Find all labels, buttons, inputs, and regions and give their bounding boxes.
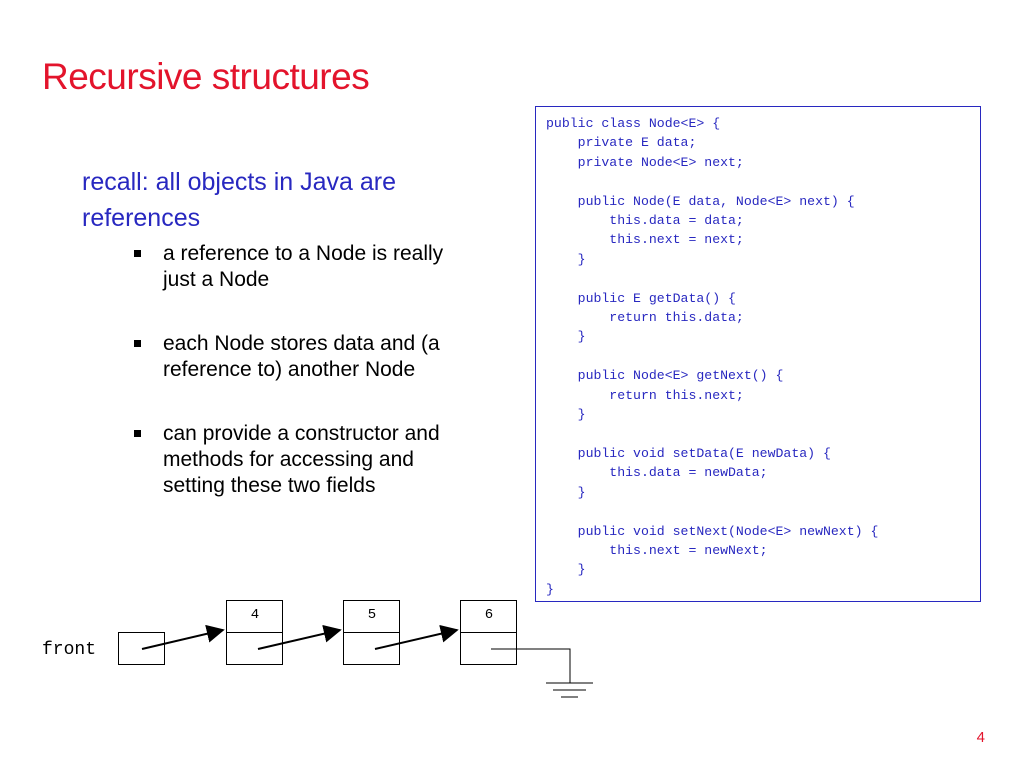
null-ground-icon xyxy=(491,648,593,698)
node-value-3: 6 xyxy=(484,607,494,623)
arrow-node-2-to-node-3 xyxy=(374,624,459,650)
bullet-list: a reference to a Node is really just a N… xyxy=(132,241,472,537)
bullet-text: each Node stores data and (a reference t… xyxy=(163,332,440,381)
bullet-item: each Node stores data and (a reference t… xyxy=(132,331,472,383)
bullet-text: can provide a constructor and methods fo… xyxy=(163,422,440,497)
front-pointer-box xyxy=(118,632,165,665)
slide-title: Recursive structures xyxy=(42,56,370,97)
code-box: public class Node<E> { private E data; p… xyxy=(535,106,981,602)
arrow-front-to-node-1 xyxy=(141,624,225,650)
bullet-item: a reference to a Node is really just a N… xyxy=(132,241,472,293)
square-bullet-icon xyxy=(134,340,141,347)
front-label: front xyxy=(42,640,97,660)
intro-text: recall: all objects in Java are referenc… xyxy=(82,168,397,232)
bullet-text: a reference to a Node is really just a N… xyxy=(163,242,444,291)
page-number: 4 xyxy=(976,729,985,746)
arrow-node-1-to-node-2 xyxy=(257,624,342,650)
node-value-1: 4 xyxy=(250,607,260,623)
bullet-item: can provide a constructor and methods fo… xyxy=(132,421,472,499)
node-class-code: public class Node<E> { private E data; p… xyxy=(546,116,879,597)
square-bullet-icon xyxy=(134,250,141,257)
node-value-2: 5 xyxy=(367,607,377,623)
square-bullet-icon xyxy=(134,430,141,437)
